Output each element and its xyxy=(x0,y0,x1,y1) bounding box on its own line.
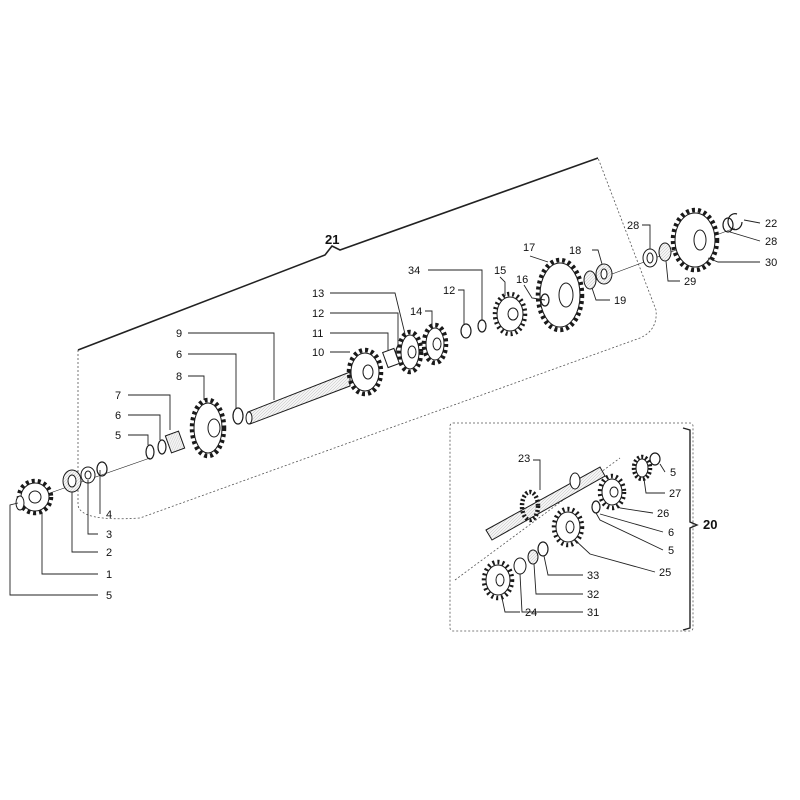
circlip-22 xyxy=(727,213,743,231)
washer-5 xyxy=(145,444,155,460)
label-8: 8 xyxy=(176,371,182,383)
washer-12-b xyxy=(460,323,472,339)
bearing-19 xyxy=(583,270,597,290)
part-labels: 21 20 4 3 2 1 5 5 6 7 8 6 9 10 11 12 13 … xyxy=(106,218,777,619)
label-31: 31 xyxy=(587,607,599,619)
sprocket-1 xyxy=(16,478,54,516)
oring-4 xyxy=(96,461,108,477)
label-25: 25 xyxy=(659,567,671,579)
label-5-g20: 5 xyxy=(668,545,674,557)
gear-17 xyxy=(535,257,585,333)
group-20-bracket xyxy=(682,427,699,631)
label-32: 32 xyxy=(587,589,599,601)
label-12-b: 12 xyxy=(443,285,455,297)
label-27: 27 xyxy=(669,488,681,500)
washer-16 xyxy=(540,293,550,307)
label-17: 17 xyxy=(523,242,535,254)
label-16: 16 xyxy=(516,274,528,286)
washer-5-left xyxy=(15,495,25,511)
label-6-b: 6 xyxy=(176,349,182,361)
gear-14 xyxy=(421,322,449,366)
label-30: 30 xyxy=(765,257,777,269)
bushing-31 xyxy=(513,557,527,575)
gear-26 xyxy=(597,473,627,511)
group-21-boundary xyxy=(77,157,657,520)
label-22: 22 xyxy=(765,218,777,230)
bearing-32 xyxy=(527,549,539,565)
label-29: 29 xyxy=(684,276,696,288)
ring-33 xyxy=(537,541,549,557)
label-10: 10 xyxy=(312,347,324,359)
label-18: 18 xyxy=(569,245,581,257)
label-4: 4 xyxy=(106,509,112,521)
needle-bearing-7 xyxy=(164,430,186,454)
bearing-29 xyxy=(658,242,672,262)
leader-lines xyxy=(9,219,761,613)
ring-5-top xyxy=(649,452,661,466)
ring-34 xyxy=(477,319,487,333)
ring-28-a xyxy=(642,248,658,268)
label-5-bottom: 5 xyxy=(106,590,112,602)
label-9: 9 xyxy=(176,328,182,340)
label-15: 15 xyxy=(494,265,506,277)
label-34: 34 xyxy=(408,265,420,277)
bearing-2 xyxy=(62,469,82,493)
gear-13 xyxy=(396,329,424,375)
gear-30 xyxy=(670,207,720,273)
label-24: 24 xyxy=(525,607,537,619)
label-26: 26 xyxy=(657,508,669,520)
label-12-a: 12 xyxy=(312,308,324,320)
label-20: 20 xyxy=(703,517,717,532)
label-5-g20-top: 5 xyxy=(670,467,676,479)
label-13: 13 xyxy=(312,288,324,300)
ring-6-b xyxy=(232,407,244,425)
label-6-g20: 6 xyxy=(668,527,674,539)
label-33: 33 xyxy=(587,570,599,582)
shaft-23 xyxy=(485,466,606,541)
label-11: 11 xyxy=(312,328,323,340)
label-1: 1 xyxy=(106,569,112,581)
gear-25 xyxy=(551,506,585,548)
label-5: 5 xyxy=(115,430,121,442)
gear-10 xyxy=(346,347,384,397)
label-21: 21 xyxy=(325,232,339,247)
ring-6 xyxy=(157,439,167,455)
label-23: 23 xyxy=(518,453,530,465)
group-21-bracket xyxy=(77,157,599,351)
gear-8 xyxy=(189,397,227,459)
label-7: 7 xyxy=(115,390,121,402)
label-28-b: 28 xyxy=(765,236,777,248)
bearing-18 xyxy=(595,263,613,285)
label-2: 2 xyxy=(106,547,112,559)
ring-6-g20 xyxy=(591,500,601,514)
label-19: 19 xyxy=(614,295,626,307)
gear-27 xyxy=(631,454,653,482)
label-28-a: 28 xyxy=(627,220,639,232)
label-6: 6 xyxy=(115,410,121,422)
shaft-9 xyxy=(245,371,351,425)
hub-15 xyxy=(492,291,528,337)
label-3: 3 xyxy=(106,529,112,541)
gear-24 xyxy=(481,559,515,601)
label-14: 14 xyxy=(410,306,422,318)
washer-28-b xyxy=(722,217,734,233)
